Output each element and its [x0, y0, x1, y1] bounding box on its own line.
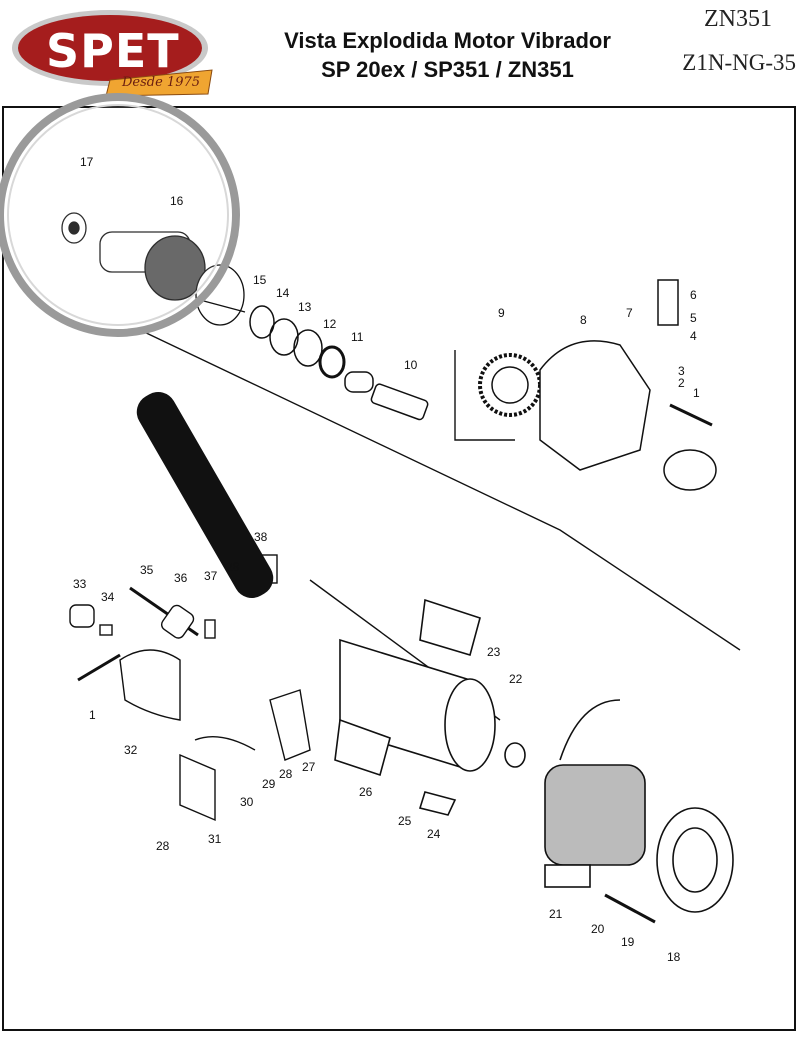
logo-text: SPET [46, 24, 180, 78]
part-label-29: 29 [262, 777, 276, 791]
part-label-17: 17 [80, 155, 94, 169]
housing-coupling [663, 449, 717, 491]
diagram-frame [2, 106, 796, 1031]
title-line-2: SP 20ex / SP351 / ZN351 [321, 57, 574, 82]
cover-31 [179, 753, 216, 822]
part-label-28-b: 28 [279, 767, 293, 781]
stator-lead [559, 699, 621, 761]
bearing-12 [318, 345, 346, 379]
part-label-25: 25 [398, 814, 412, 828]
stator-group [334, 598, 734, 924]
brush-34 [99, 624, 113, 636]
header: SPET Desde 1975 Vista Explodida Motor Vi… [0, 0, 800, 105]
spacer-11 [344, 371, 374, 393]
stator-20 [544, 764, 646, 866]
part-label-12: 12 [323, 317, 337, 331]
ring-15 [249, 305, 275, 339]
armature-group [61, 212, 246, 326]
part-label-19: 19 [621, 935, 635, 949]
part-labels: 17 16 15 14 13 12 11 10 9 8 7 6 5 4 3 2 … [73, 155, 700, 964]
screw-19 [604, 893, 656, 924]
part-label-4: 4 [690, 329, 697, 343]
switch-parts-4-6 [657, 279, 679, 326]
logo-tagline: Desde 1975 [122, 75, 201, 90]
ring-14 [269, 318, 299, 356]
part-label-9: 9 [498, 306, 505, 320]
plate-24 [418, 791, 457, 816]
magnifier-lens [7, 104, 229, 326]
gear-9-hub [491, 366, 529, 404]
gear-housing-group [478, 279, 717, 491]
guide-line-upper [139, 329, 741, 651]
logo-graphic [12, 10, 213, 97]
magnifier-graphic [0, 93, 274, 599]
label-26 [334, 718, 391, 777]
screw-1-bottom [77, 653, 121, 682]
screw-1-top [669, 403, 713, 427]
part-label-20: 20 [591, 922, 605, 936]
part-label-33: 33 [73, 577, 87, 591]
part-label-16: 16 [170, 194, 184, 208]
page-title: Vista Explodida Motor Vibrador SP 20ex /… [245, 26, 650, 84]
magnifier-lens-rim [0, 93, 240, 337]
ring-13 [293, 329, 323, 367]
brush-cover-32 [119, 649, 181, 721]
gear-housing-8 [539, 340, 651, 471]
wire-30 [194, 735, 256, 751]
part-label-11: 11 [351, 330, 364, 344]
clamp-37 [204, 619, 216, 639]
armature-fan [195, 264, 245, 326]
part-label-8: 8 [580, 313, 587, 327]
brush-cable-group [69, 554, 311, 822]
part-label-7: 7 [626, 306, 633, 320]
end-cap-18-inner [672, 827, 718, 893]
eccentric-shaft-10 [370, 383, 429, 421]
part-label-34: 34 [101, 590, 115, 604]
part-label-30: 30 [240, 795, 254, 809]
magnifier-handle [136, 391, 274, 599]
part-label-23: 23 [487, 645, 501, 659]
part-label-35: 35 [140, 563, 154, 577]
bearing-22 [504, 742, 526, 768]
housing-25-opening [444, 678, 496, 772]
part-label-13: 13 [298, 300, 312, 314]
part-label-37: 37 [204, 569, 218, 583]
part-label-28-c: 28 [156, 839, 170, 853]
part-label-5: 5 [690, 311, 697, 325]
part-label-28-a: 28 [226, 560, 240, 574]
part-label-32: 32 [124, 743, 138, 757]
part-label-2: 2 [678, 376, 685, 390]
part-label-18: 18 [667, 950, 681, 964]
model-code: ZN351 [704, 6, 772, 32]
part-label-26: 26 [359, 785, 373, 799]
part-label-1-bottom: 1 [89, 708, 96, 722]
model-subcode: Z1N-NG-35 [682, 50, 796, 75]
part-label-38: 38 [254, 530, 268, 544]
part-label-22: 22 [509, 672, 523, 686]
armature-shaft [199, 299, 246, 313]
part-label-27: 27 [302, 760, 316, 774]
bearing-17-center [68, 221, 80, 235]
plate-21 [544, 864, 591, 888]
part-label-3: 3 [678, 364, 685, 378]
label-23 [419, 598, 481, 657]
part-label-31: 31 [208, 832, 222, 846]
part-label-36: 36 [174, 571, 188, 585]
part-label-14: 14 [276, 286, 290, 300]
part-label-24: 24 [427, 827, 441, 841]
part-label-1-top: 1 [693, 386, 700, 400]
rings-group [249, 305, 429, 421]
spet-logo: SPET Desde 1975 [10, 8, 215, 98]
part-label-10: 10 [404, 358, 418, 372]
part-label-15: 15 [253, 273, 267, 287]
brush-holder-33 [69, 604, 95, 628]
part-label-6: 6 [690, 288, 697, 302]
cable-guard-36 [160, 604, 195, 639]
title-line-1: Vista Explodida Motor Vibrador [284, 28, 611, 53]
part-label-21: 21 [549, 907, 563, 921]
bracket-27-29 [269, 689, 311, 761]
guide-line-right [454, 350, 515, 441]
armature-windings [144, 235, 206, 301]
